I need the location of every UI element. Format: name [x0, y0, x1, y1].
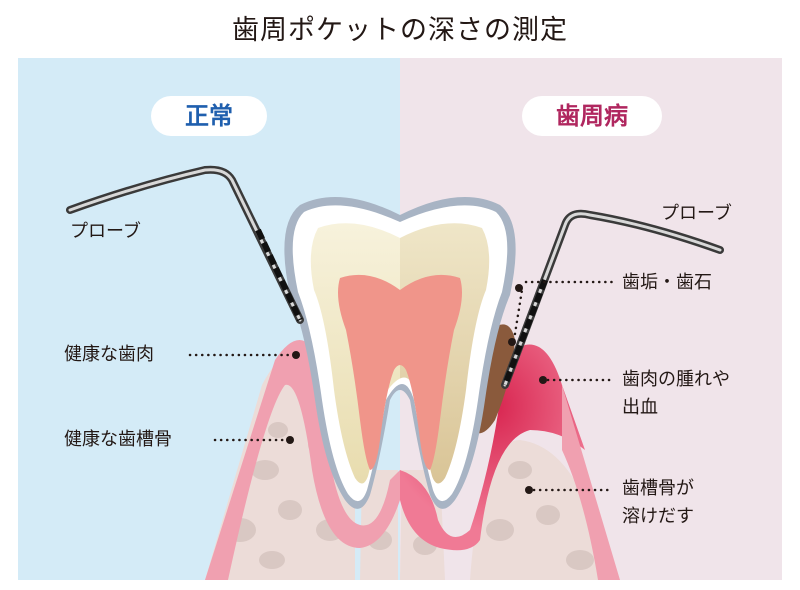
- gum-swelling-label-2: 出血: [622, 397, 658, 418]
- healthy-bone-label: 健康な歯槽骨: [64, 429, 172, 450]
- tooth: [284, 197, 516, 509]
- probe-left: [66, 165, 304, 324]
- disease-heading: 歯周病: [522, 96, 662, 136]
- leader-lines: [188, 280, 614, 494]
- bone-loss-label-1: 歯槽骨が: [622, 478, 694, 499]
- probe-right: [501, 209, 724, 389]
- gum-swelling-label-1: 歯肉の腫れや: [622, 369, 730, 390]
- plaque-tartar-label: 歯垢・歯石: [622, 272, 712, 293]
- inflamed-gum: [400, 344, 585, 551]
- diagram-title: 歯周ポケットの深さの測定: [232, 15, 568, 46]
- bone-loss-label-2: 溶けだす: [622, 506, 694, 527]
- probe-label-right: プローブ: [661, 203, 732, 224]
- healthy-gum-label: 健康な歯肉: [64, 344, 154, 365]
- healthy-gum: [205, 340, 400, 580]
- probe-label-left: プローブ: [70, 221, 141, 242]
- normal-heading: 正常: [151, 96, 267, 136]
